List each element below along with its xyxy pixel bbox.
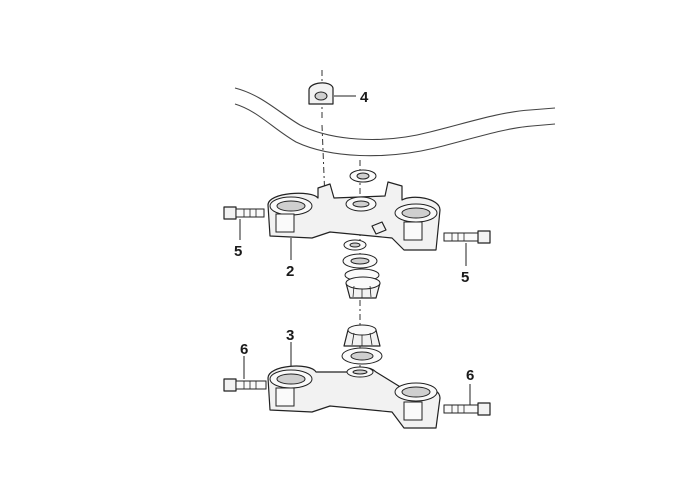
callout-6-left: 6	[240, 341, 248, 358]
callout-6-right: 6	[466, 367, 474, 384]
callout-5-left: 5	[234, 243, 242, 260]
callout-3: 3	[286, 327, 294, 344]
handlebar	[234, 87, 556, 157]
steering-stem-washers	[342, 239, 380, 282]
clamp-bolt-lower-left	[223, 378, 267, 392]
clamp-bolt-lower-right	[443, 402, 491, 416]
leader-lines	[239, 95, 471, 405]
lower-bearing	[343, 324, 381, 347]
lower-bearing-seal	[341, 347, 383, 365]
upper-bearing	[345, 276, 381, 299]
lower-triple-clamp	[267, 365, 441, 429]
handlebar-clamp	[308, 82, 334, 105]
upper-triple-clamp	[267, 181, 441, 251]
clamp-bolt-upper-left	[223, 206, 265, 220]
callout-4: 4	[360, 89, 369, 106]
upper-washer	[349, 169, 377, 183]
clamp-bolt-upper-right	[443, 230, 491, 244]
callout-5-right: 5	[461, 269, 469, 286]
callout-2: 2	[286, 263, 294, 280]
